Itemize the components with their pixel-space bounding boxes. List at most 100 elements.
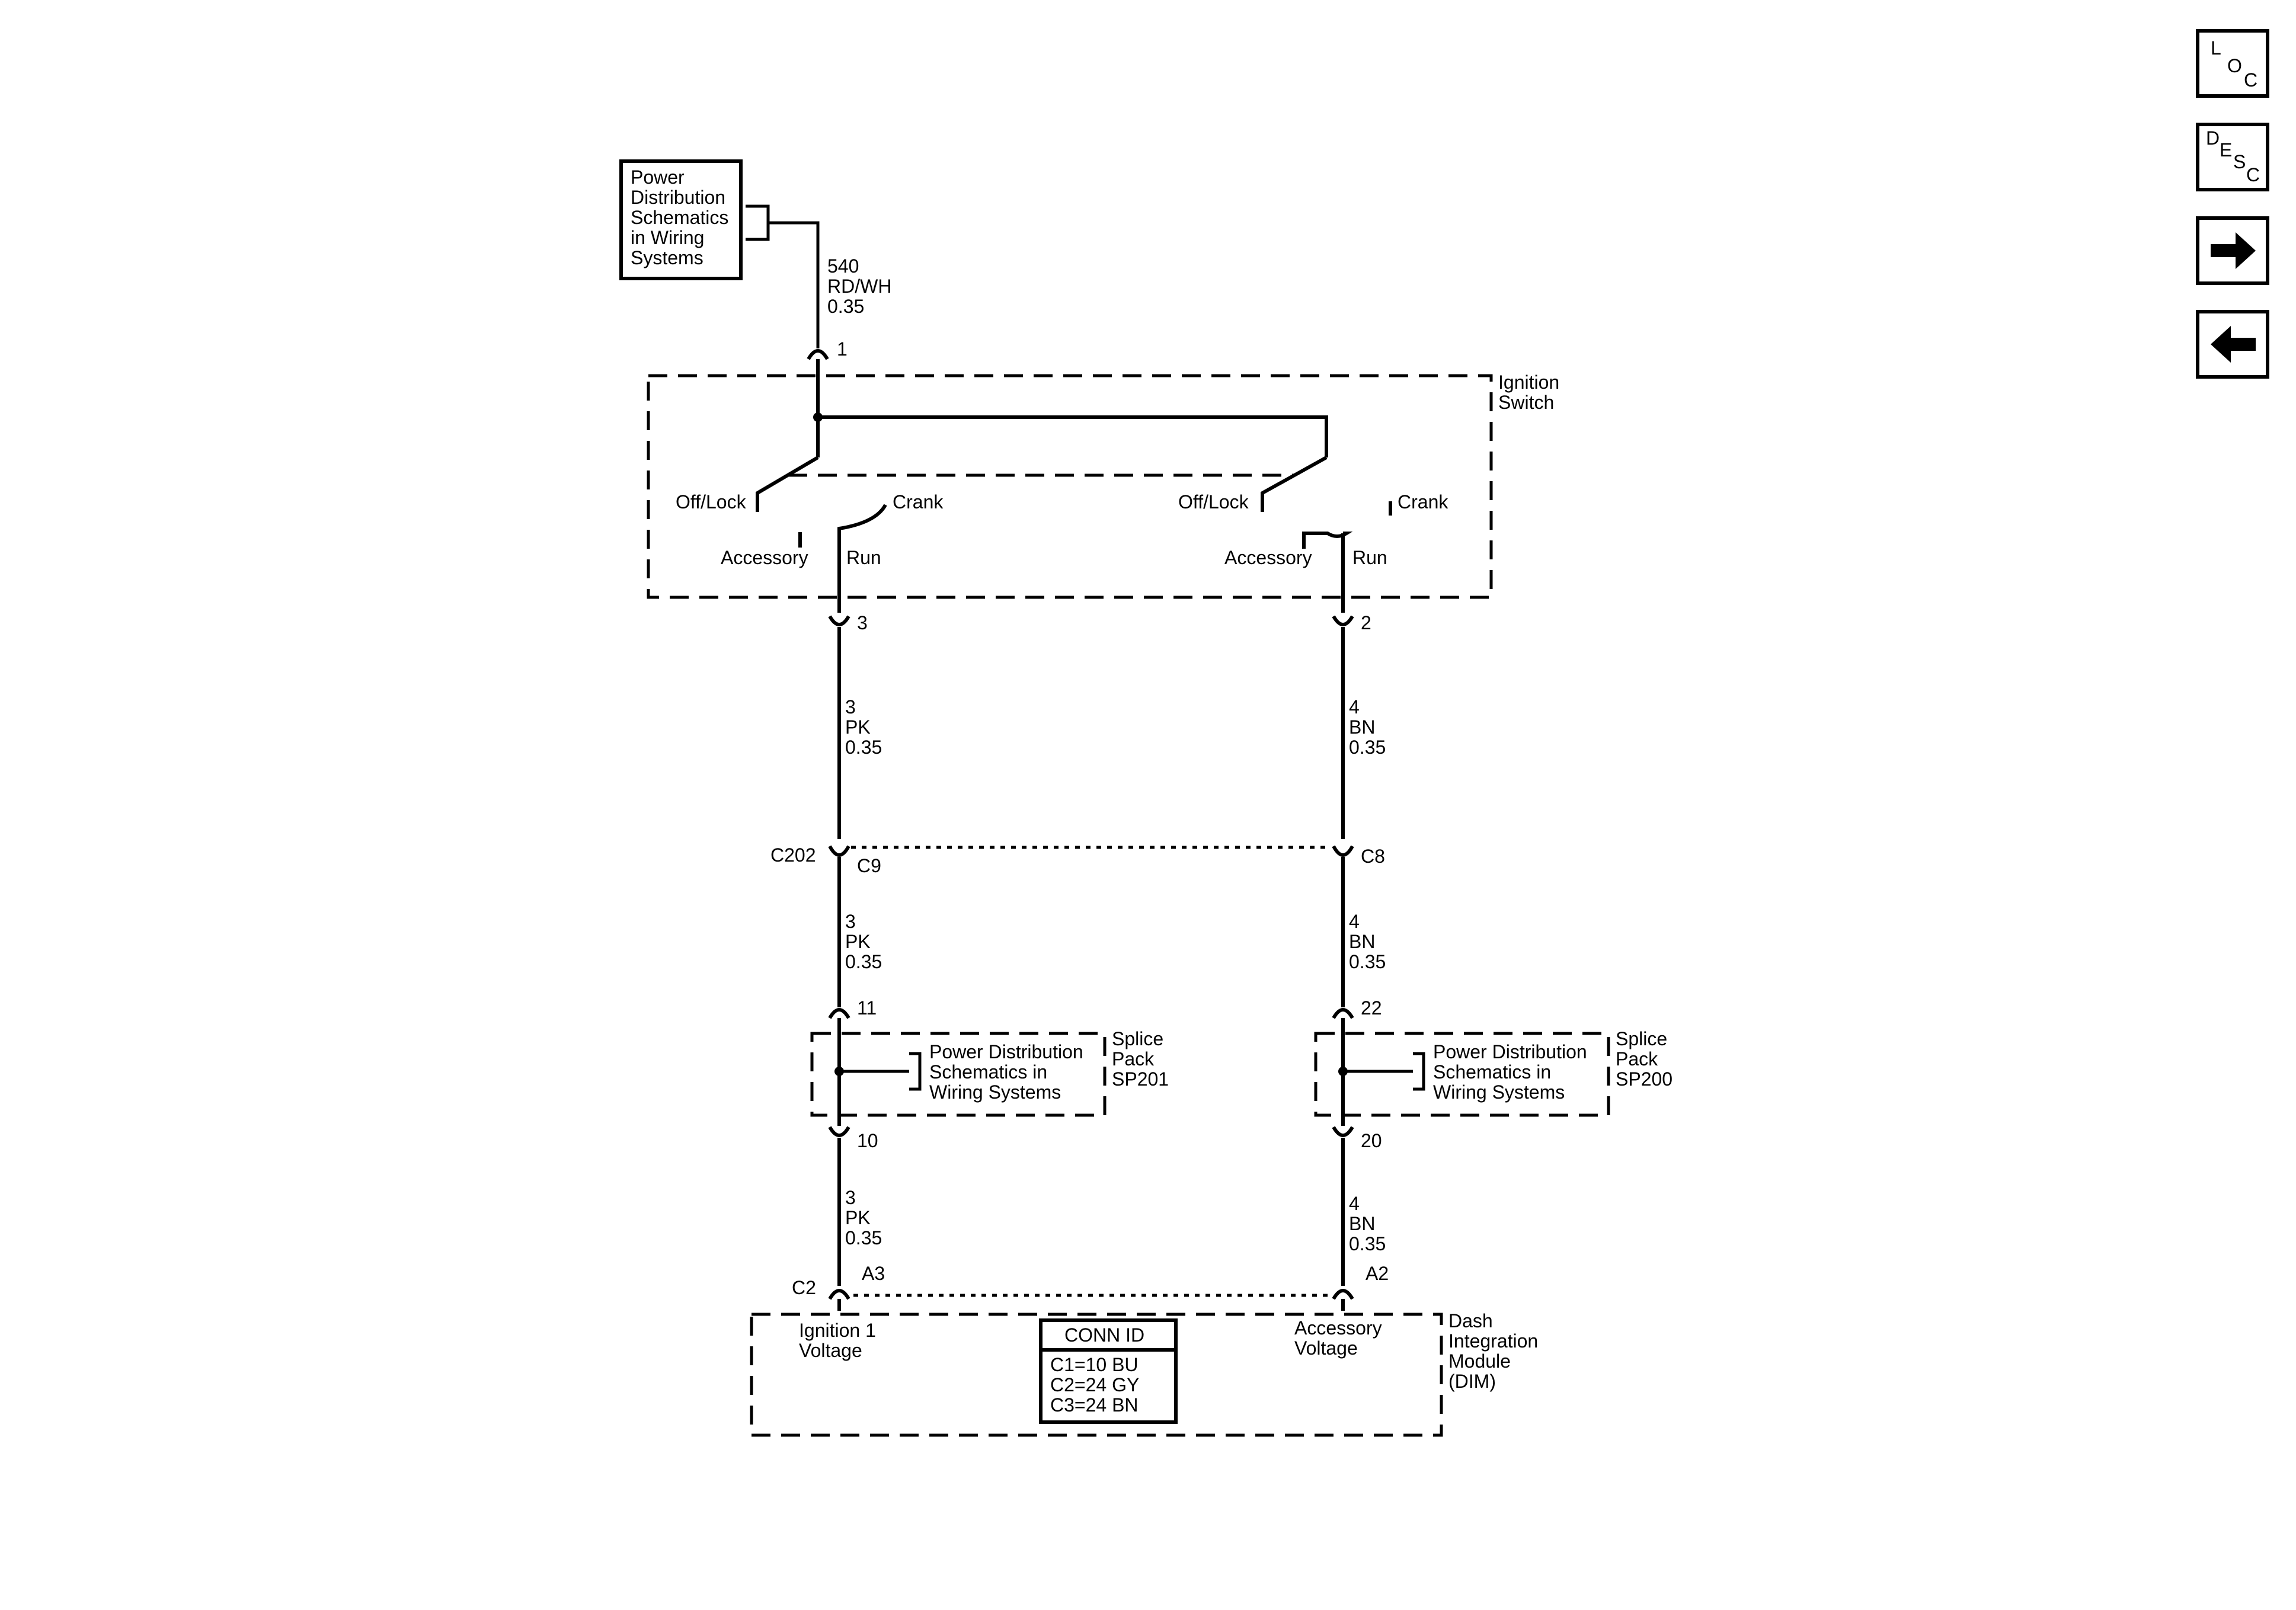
ignition-switch-box [647, 374, 1493, 599]
ref-top-line-4: in Wiring [631, 227, 704, 248]
sp200-ref-line-1: Power Distribution [1433, 1041, 1587, 1062]
sp200-power-ref[interactable]: Power Distribution Schematics in Wiring … [1433, 1041, 1587, 1103]
right-a-color: BN [1349, 716, 1375, 738]
dim-right-func-1: Accessory [1294, 1317, 1382, 1339]
sp201-ref-line-3: Wiring Systems [929, 1081, 1061, 1103]
dim-left-func-2: Voltage [799, 1340, 862, 1361]
dim-right-func-2: Voltage [1294, 1337, 1358, 1359]
desc-letter-e: E [2220, 139, 2232, 161]
wire-540-circuit: 540 [827, 255, 859, 277]
power-distribution-ref-top[interactable]: Power Distribution Schematics in Wiring … [619, 159, 743, 280]
right-c-color: BN [1349, 1213, 1375, 1234]
sp200-ref-line-2: Schematics in [1433, 1061, 1551, 1083]
left-switch-blade [756, 456, 819, 512]
sp201-box [810, 1032, 1107, 1117]
left-b-circuit: 3 [845, 911, 856, 932]
loc-letter-c: C [2244, 69, 2257, 91]
sp200-pin-out: 20 [1361, 1130, 1382, 1151]
c202-right-pin: C8 [1361, 846, 1385, 867]
ignition-pin-1: 1 [837, 338, 848, 360]
left-accessory-label: Accessory [721, 547, 808, 568]
desc-letter-c: C [2246, 164, 2260, 185]
next-page-button[interactable] [2196, 216, 2269, 285]
prev-page-button[interactable] [2196, 310, 2269, 379]
ignition-bus [816, 367, 1328, 457]
ref-top-bracket [746, 204, 820, 348]
right-b-gauge: 0.35 [1349, 951, 1386, 972]
sp201-label-1: Splice [1112, 1028, 1163, 1049]
conn-id-row-3: C3=24 BN [1050, 1394, 1139, 1416]
ref-top-line-1: Power [631, 167, 685, 188]
loc-button[interactable]: L O C [2196, 29, 2269, 98]
left-c-circuit: 3 [845, 1187, 856, 1208]
right-accessory-label: Accessory [1224, 547, 1312, 568]
ignition-pin-3: 3 [857, 612, 868, 633]
sp201-pin-out: 10 [857, 1130, 878, 1151]
right-c-gauge: 0.35 [1349, 1233, 1386, 1254]
wire-540-color: RD/WH [827, 276, 891, 297]
sp200-label-3: SP200 [1616, 1068, 1673, 1090]
right-b-color: BN [1349, 931, 1375, 952]
ref-top-line-5: Systems [631, 247, 703, 268]
left-b-gauge: 0.35 [845, 951, 882, 972]
wire-540-gauge: 0.35 [827, 296, 864, 317]
pin-1-connector [807, 349, 829, 360]
desc-letter-s: S [2233, 151, 2246, 172]
conn-id-title: CONN ID [1064, 1324, 1144, 1346]
left-off-lock-label: Off/Lock [676, 491, 747, 513]
conn-id-row-1: C1=10 BU [1050, 1354, 1139, 1375]
sp200-label-2: Pack [1616, 1048, 1658, 1070]
c202-name: C202 [770, 844, 816, 866]
left-a-gauge: 0.35 [845, 737, 882, 758]
left-a-color: PK [845, 716, 871, 738]
right-b-circuit: 4 [1349, 911, 1360, 932]
right-off-lock-label: Off/Lock [1178, 491, 1249, 513]
ignition-switch-label-2: Switch [1498, 392, 1554, 413]
conn-id-row-2: C2=24 GY [1050, 1374, 1139, 1395]
sp200-box [1314, 1032, 1610, 1117]
right-a-circuit: 4 [1349, 696, 1360, 718]
sp201-pin-in: 11 [857, 997, 877, 1019]
left-b-color: PK [845, 931, 871, 952]
loc-letter-l: L [2211, 37, 2221, 59]
right-run-label: Run [1352, 547, 1387, 568]
dim-label-4: (DIM) [1448, 1371, 1496, 1392]
left-c-color: PK [845, 1207, 871, 1228]
desc-letter-d: D [2206, 127, 2220, 149]
conn-id-table: CONN ID C1=10 BU C2=24 GY C3=24 BN [1039, 1318, 1178, 1424]
right-crank-label: Crank [1398, 491, 1448, 513]
left-c-gauge: 0.35 [845, 1227, 882, 1249]
sp201-label-3: SP201 [1112, 1068, 1169, 1090]
sp201-ref-line-1: Power Distribution [929, 1041, 1083, 1062]
left-a-circuit: 3 [845, 696, 856, 718]
dim-connector: C2 [792, 1277, 816, 1298]
loc-letter-o: O [2227, 55, 2242, 76]
right-switch-blade [1261, 456, 1328, 512]
ignition-switch-label-1: Ignition [1498, 372, 1559, 393]
desc-button[interactable]: D E S C [2196, 123, 2269, 191]
dim-label-1: Dash [1448, 1310, 1493, 1331]
dim-left-pin: A3 [862, 1263, 885, 1284]
dim-label-2: Integration [1448, 1330, 1538, 1352]
c202-left-pin: C9 [857, 855, 881, 876]
sp200-label-1: Splice [1616, 1028, 1667, 1049]
dim-right-pin: A2 [1366, 1263, 1389, 1284]
right-accessory-contact [1302, 532, 1353, 549]
dim-label-3: Module [1448, 1350, 1511, 1372]
right-a-gauge: 0.35 [1349, 737, 1386, 758]
arrow-right-icon [2211, 232, 2256, 269]
ref-top-line-2: Distribution [631, 187, 725, 208]
sp201-label-2: Pack [1112, 1048, 1155, 1070]
sp201-ref-line-2: Schematics in [929, 1061, 1047, 1083]
dim-box [750, 1313, 1443, 1437]
sp201-power-ref[interactable]: Power Distribution Schematics in Wiring … [929, 1041, 1083, 1103]
sp200-ref-line-3: Wiring Systems [1433, 1081, 1565, 1103]
right-c-circuit: 4 [1349, 1193, 1360, 1214]
left-crank-label: Crank [893, 491, 944, 513]
ref-top-line-3: Schematics [631, 207, 728, 228]
arrow-left-icon [2211, 326, 2256, 363]
dim-left-func-1: Ignition 1 [799, 1320, 876, 1341]
sp200-pin-in: 22 [1361, 997, 1382, 1019]
ignition-pin-2: 2 [1361, 612, 1371, 633]
